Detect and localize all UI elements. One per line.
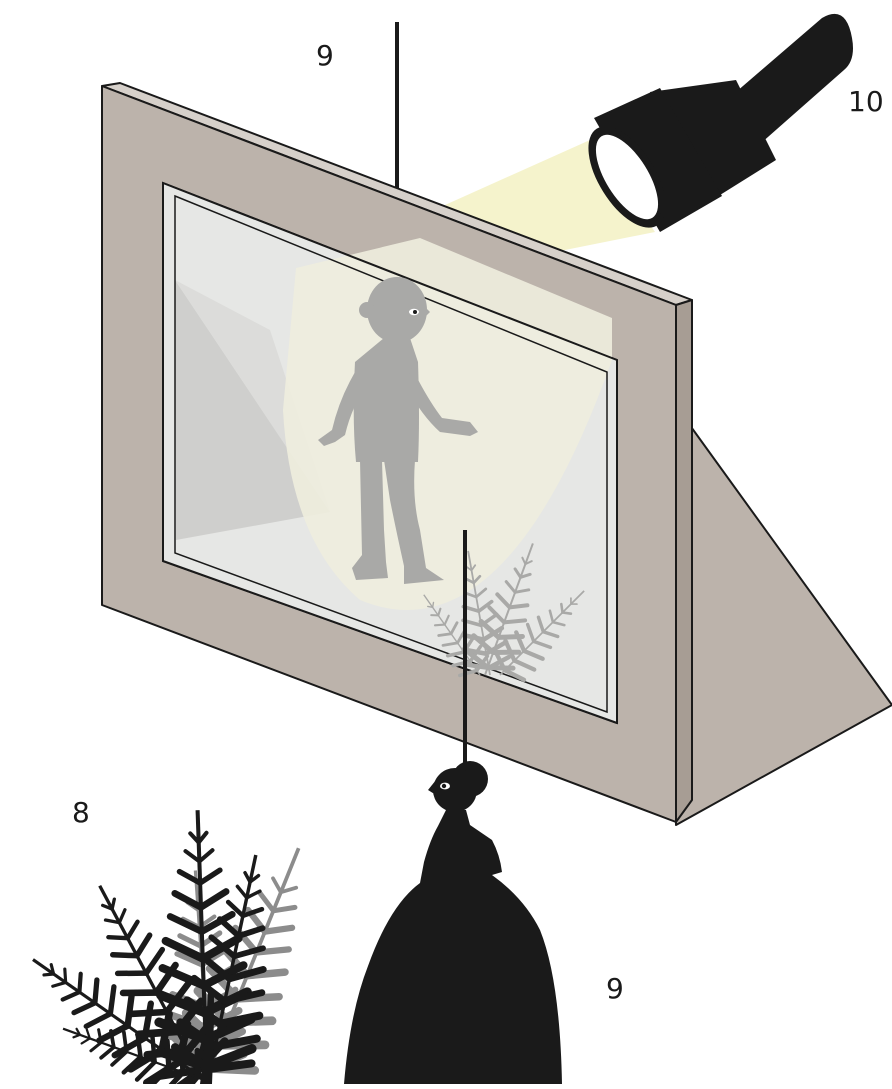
- flashlight-icon: [576, 14, 853, 238]
- lady-puppet: [344, 761, 562, 1084]
- flashlight-label: 10: [848, 88, 884, 116]
- fern-puppet-label: 8: [72, 799, 90, 827]
- wedge-stand-icon: [668, 395, 892, 825]
- fern-puppet: [13, 809, 339, 1084]
- rod-label: 9: [316, 42, 334, 70]
- lady-puppet-label: 9: [606, 975, 624, 1003]
